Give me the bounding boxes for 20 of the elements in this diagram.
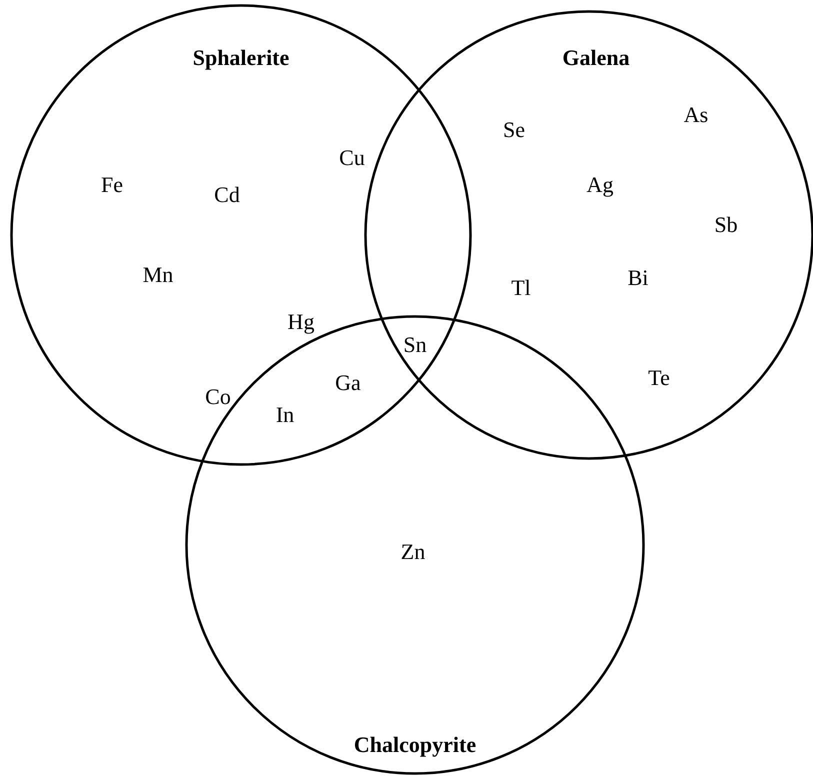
element-symbol: Cu	[339, 145, 365, 171]
element-symbol: Bi	[628, 265, 648, 291]
element-symbol: Se	[503, 117, 525, 143]
element-symbol: Sb	[714, 212, 738, 238]
set-title: Sphalerite	[192, 45, 290, 71]
element-symbol: Mn	[142, 262, 174, 288]
element-symbol: Co	[205, 384, 231, 410]
element-symbol: Ga	[335, 370, 361, 396]
element-symbol: As	[684, 102, 708, 128]
element-symbol: Tl	[511, 275, 531, 301]
element-symbol: Fe	[101, 172, 123, 198]
set-title: Chalcopyrite	[354, 732, 476, 758]
element-symbol: Sn	[403, 332, 427, 358]
element-symbol: Te	[648, 365, 670, 391]
element-symbol: Ag	[586, 172, 614, 198]
element-symbol: Hg	[288, 309, 314, 335]
element-symbol: Cd	[214, 182, 240, 208]
element-symbol: Zn	[400, 539, 426, 565]
set-title: Galena	[562, 45, 630, 71]
element-symbol: In	[276, 402, 294, 428]
